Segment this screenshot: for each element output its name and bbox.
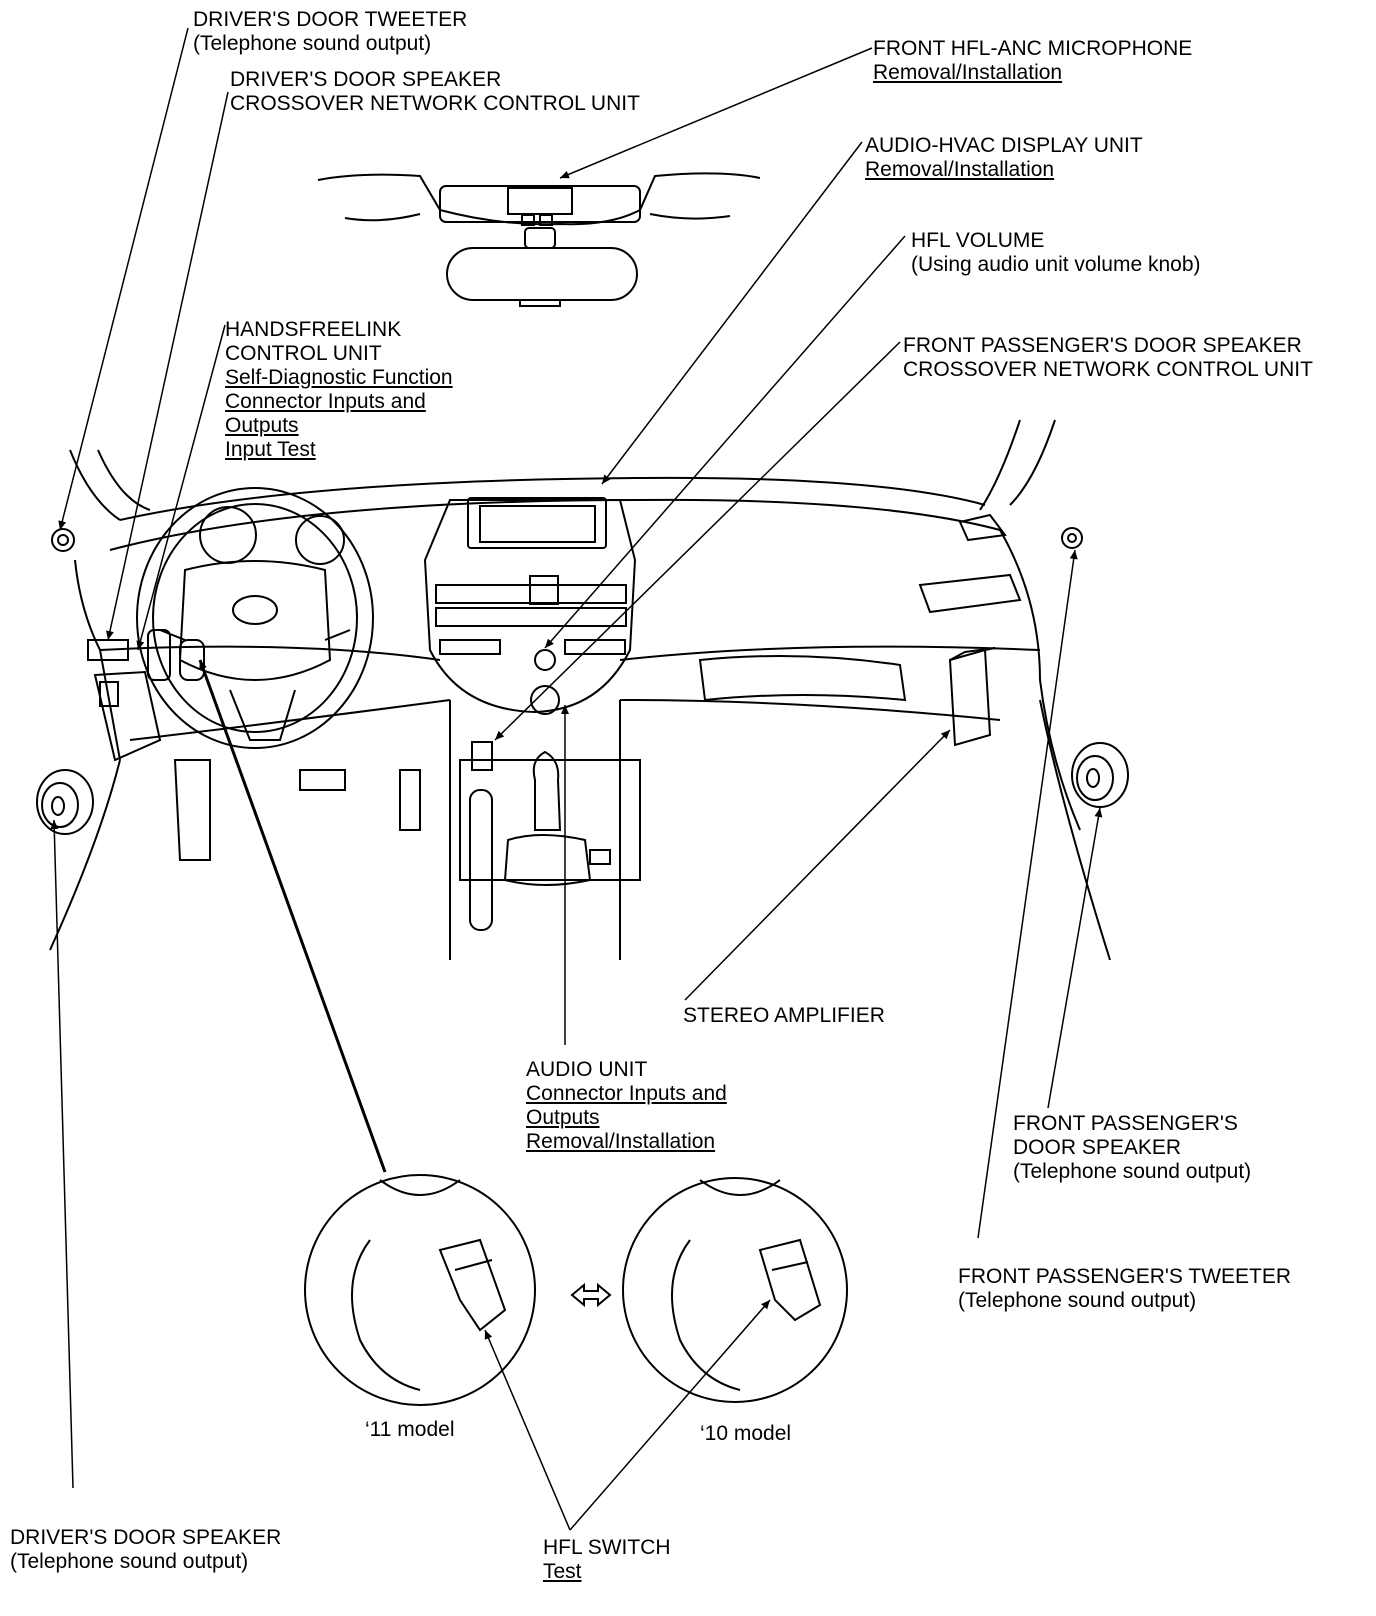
label-sub: (Telephone sound output) [958, 1289, 1197, 1312]
link-connector-inputs-outputs-b[interactable]: Outputs [526, 1106, 600, 1129]
label-title: HFL SWITCH [543, 1536, 671, 1559]
link-connector-inputs-outputs-b[interactable]: Outputs [225, 414, 299, 437]
label-front-passenger-tweeter: FRONT PASSENGER'S TWEETER (Telephone sou… [958, 1265, 1291, 1313]
link-self-diagnostic-function[interactable]: Self-Diagnostic Function [225, 366, 453, 389]
label-title: FRONT HFL-ANC MICROPHONE [873, 37, 1193, 60]
label-audio-hvac-display-unit: AUDIO-HVAC DISPLAY UNIT Removal/Installa… [865, 134, 1143, 182]
label-front-passenger-door-speaker: FRONT PASSENGER'S DOOR SPEAKER (Telephon… [1013, 1112, 1251, 1184]
label-line1: DRIVER'S DOOR SPEAKER [230, 68, 502, 91]
steering-wheel [136, 487, 374, 749]
link-input-test[interactable]: Input Test [225, 438, 316, 461]
caption-11-model: ‘11 model [365, 1418, 455, 1441]
front-passenger-tweeter [1061, 527, 1083, 549]
label-title: FRONT PASSENGER'S TWEETER [958, 1265, 1292, 1288]
link-removal-installation[interactable]: Removal/Installation [873, 61, 1063, 84]
label-drivers-door-speaker-crossover: DRIVER'S DOOR SPEAKER CROSSOVER NETWORK … [230, 68, 640, 116]
label-hfl-switch: HFL SWITCH Test [543, 1536, 671, 1584]
rear-view-mirror [446, 227, 638, 307]
label-drivers-door-tweeter: DRIVER'S DOOR TWEETER (Telephone sound o… [193, 8, 467, 56]
front-passenger-door-speaker [1071, 742, 1129, 808]
label-title: STEREO AMPLIFIER [683, 1004, 885, 1027]
label-sub: (Telephone sound output) [10, 1550, 249, 1573]
label-front-hfl-anc-microphone: FRONT HFL-ANC MICROPHONE Removal/Install… [873, 37, 1192, 85]
label-title: DRIVER'S DOOR TWEETER [193, 8, 468, 31]
leader-lines [50, 27, 1103, 1531]
drivers-door-tweeter [51, 528, 75, 552]
label-title: DRIVER'S DOOR SPEAKER [10, 1526, 282, 1549]
label-front-passenger-door-speaker-crossover: FRONT PASSENGER'S DOOR SPEAKER CROSSOVER… [903, 334, 1313, 382]
label-title: AUDIO-HVAC DISPLAY UNIT [865, 134, 1143, 157]
label-stereo-amplifier: STEREO AMPLIFIER [683, 1004, 885, 1028]
link-connector-inputs-outputs-a[interactable]: Connector Inputs and [526, 1082, 727, 1105]
overhead-console [317, 172, 761, 226]
link-removal-installation[interactable]: Removal/Installation [865, 158, 1055, 181]
label-audio-unit: AUDIO UNIT Connector Inputs and Outputs … [526, 1058, 727, 1154]
link-removal-installation[interactable]: Removal/Installation [526, 1130, 716, 1153]
driver-lower-panel [87, 639, 421, 861]
center-console [459, 750, 641, 931]
label-line1: HANDSFREELINK [225, 318, 402, 341]
label-line1: FRONT PASSENGER'S [1013, 1112, 1238, 1135]
inset-11-model [304, 1174, 536, 1406]
label-handsfreelink-control-unit: HANDSFREELINK CONTROL UNIT Self-Diagnost… [225, 318, 453, 462]
label-line2: DOOR SPEAKER [1013, 1136, 1182, 1159]
label-title: AUDIO UNIT [526, 1058, 648, 1081]
drivers-door-speaker [36, 769, 94, 835]
label-title: HFL VOLUME [911, 229, 1045, 252]
label-line2: CROSSOVER NETWORK CONTROL UNIT [230, 92, 640, 115]
stereo-amplifier [948, 647, 996, 747]
label-sub: (Telephone sound output) [1013, 1160, 1252, 1183]
link-connector-inputs-outputs-a[interactable]: Connector Inputs and [225, 390, 426, 413]
link-test[interactable]: Test [543, 1560, 582, 1583]
label-sub: (Using audio unit volume knob) [911, 253, 1201, 276]
swap-arrow-icon [570, 1282, 612, 1308]
inset-10-model [622, 1177, 848, 1403]
label-sub: (Telephone sound output) [193, 32, 432, 55]
label-line2: CONTROL UNIT [225, 342, 382, 365]
label-drivers-door-speaker: DRIVER'S DOOR SPEAKER (Telephone sound o… [10, 1526, 281, 1574]
caption-10-model: ‘10 model [700, 1422, 792, 1445]
label-line1: FRONT PASSENGER'S DOOR SPEAKER [903, 334, 1302, 357]
label-line2: CROSSOVER NETWORK CONTROL UNIT [903, 358, 1313, 381]
center-stack [423, 497, 637, 771]
label-hfl-volume: HFL VOLUME (Using audio unit volume knob… [911, 229, 1201, 277]
